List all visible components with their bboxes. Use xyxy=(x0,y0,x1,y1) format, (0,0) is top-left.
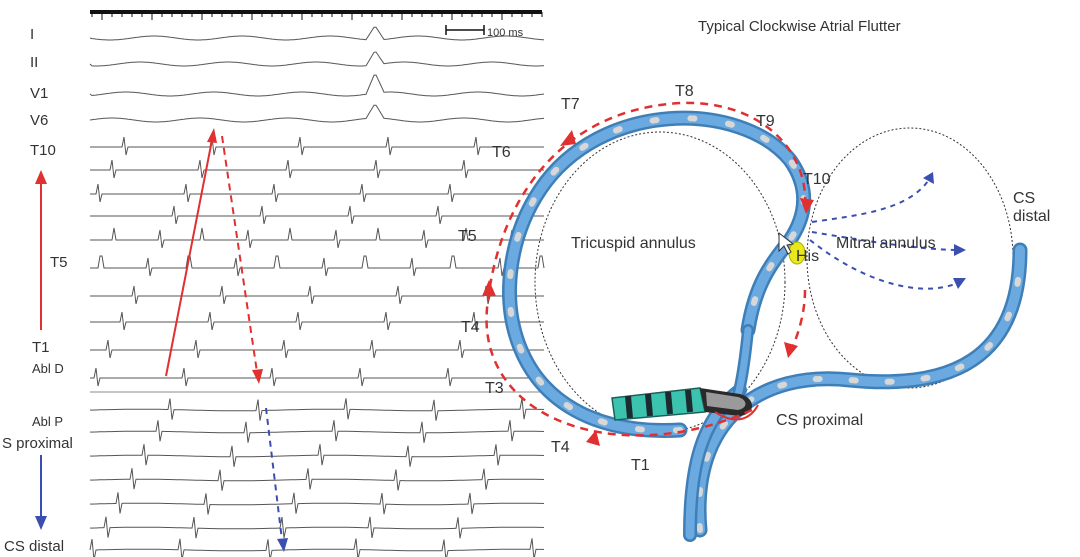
red-up-arrow xyxy=(35,170,47,330)
ecg-trace xyxy=(90,311,544,331)
time-ruler xyxy=(90,10,543,20)
blue-spread-arrows xyxy=(809,172,966,290)
ecg-trace xyxy=(89,516,545,539)
ecg-trace xyxy=(89,420,545,443)
diagram-label-t3: T3 xyxy=(485,380,504,397)
cs-proximal-label: CS proximal xyxy=(776,412,864,429)
diagram-label-t4-lower: T4 xyxy=(551,439,570,456)
halo-catheter xyxy=(502,110,812,438)
label-cs-proximal: S proximal xyxy=(2,435,73,452)
activation-arrow-dashed-blue xyxy=(265,407,288,552)
diagram-title: Typical Clockwise Atrial Flutter xyxy=(698,18,901,35)
label-t5: T5 xyxy=(50,254,68,271)
label-lead-ii: II xyxy=(30,54,39,71)
cursor-icon xyxy=(778,231,795,255)
label-abl-p: Abl P xyxy=(32,414,64,429)
diagram-label-t10: T10 xyxy=(803,171,831,188)
ecg-trace xyxy=(90,159,544,179)
ecg-trace xyxy=(90,285,544,305)
diagram-label-t9: T9 xyxy=(756,113,775,130)
ecg-trace xyxy=(89,538,545,557)
ecg-trace xyxy=(90,183,544,203)
ecg-trace xyxy=(90,227,544,249)
diagram-label-t4-upper: T4 xyxy=(461,319,480,336)
ecg-trace xyxy=(89,74,545,97)
cs-distal-label: CS distal xyxy=(1013,190,1050,227)
diagram-label-t5: T5 xyxy=(458,228,477,245)
ecg-trace xyxy=(89,104,545,123)
ecg-trace xyxy=(89,492,545,515)
cs-distal-label-line1: CS xyxy=(1013,190,1036,207)
cs-distal-label-line2: distal xyxy=(1013,208,1051,226)
ablation-catheter xyxy=(611,387,752,421)
label-lead-v6: V6 xyxy=(30,112,49,129)
ecg-trace xyxy=(90,367,544,387)
ecg-trace xyxy=(89,51,545,67)
label-lead-i: I xyxy=(30,26,35,43)
scale-bar-label: 100 ms xyxy=(487,27,524,39)
scale-bar xyxy=(445,25,485,35)
activation-arrow-dashed-red xyxy=(221,135,263,384)
diagram-label-t6: T6 xyxy=(492,144,511,161)
diagram-label-t8: T8 xyxy=(675,83,694,100)
activation-arrow-solid xyxy=(165,128,217,377)
cs-catheter xyxy=(691,242,1028,538)
tricuspid-annulus-label: Tricuspid annulus xyxy=(571,235,696,252)
clockwise-circuit-arrow xyxy=(482,101,814,446)
his-label: His xyxy=(796,248,820,265)
ecg-trace xyxy=(89,468,545,491)
label-abl-d: Abl D xyxy=(32,361,64,376)
diagram-label-t1: T1 xyxy=(631,457,650,474)
ecg-tracings-panel xyxy=(35,10,545,557)
ecg-traces xyxy=(89,26,545,557)
label-cs-distal: CS distal xyxy=(4,538,65,555)
label-t1: T1 xyxy=(32,339,50,356)
ecg-trace xyxy=(90,136,544,156)
label-lead-v1: V1 xyxy=(30,85,49,102)
ecg-trace xyxy=(90,205,544,225)
label-t10: T10 xyxy=(30,142,56,159)
tricuspid-annulus-outline xyxy=(534,131,786,433)
ecg-trace xyxy=(89,444,545,467)
blue-down-arrow xyxy=(35,455,47,530)
ecg-trace xyxy=(89,26,545,41)
ecg-trace xyxy=(90,255,545,277)
diagram-label-t7: T7 xyxy=(561,96,580,113)
mitral-annulus-label: Mitral annulus xyxy=(836,235,936,252)
ecg-trace xyxy=(90,339,544,359)
ecg-trace xyxy=(89,398,545,421)
